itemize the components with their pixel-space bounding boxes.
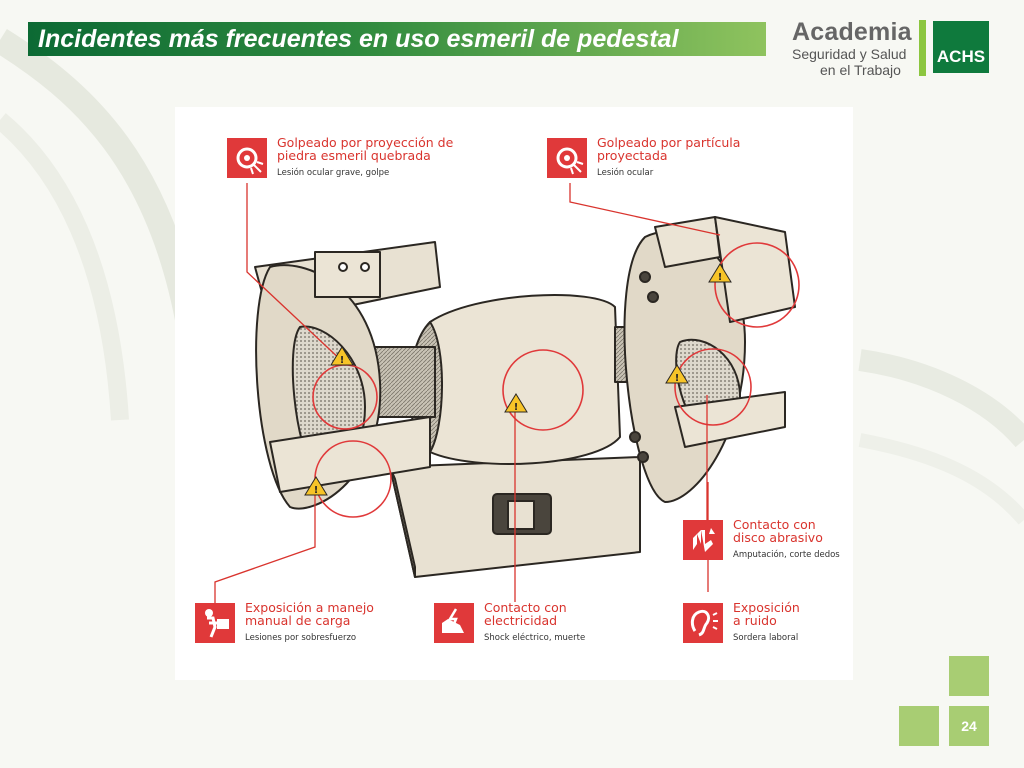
svg-text:!: ! <box>340 355 345 366</box>
logo-divider <box>919 20 926 76</box>
lifting-load-icon <box>195 603 235 643</box>
page-number: 24 <box>949 706 989 746</box>
callout-abrasive-disc: Contacto con disco abrasivo Amputación, … <box>683 517 848 564</box>
bench-grinder-figure: ! ! ! ! ! Golpeado por proyección de pie… <box>175 107 853 680</box>
callout-title: Contacto con disco abrasivo <box>733 517 823 545</box>
callout-manual-load: Exposición a manejo manual de carga Lesi… <box>195 600 395 647</box>
svg-text:!: ! <box>675 373 680 384</box>
callout-subtitle: Lesión ocular grave, golpe <box>277 168 390 178</box>
callout-title: Golpeado por proyección de piedra esmeri… <box>277 135 454 163</box>
noise-ear-icon <box>683 603 723 643</box>
achs-badge: ACHS <box>933 21 989 73</box>
decor-square <box>899 706 939 746</box>
callout-title: Exposición a manejo manual de carga <box>245 600 374 628</box>
callout-projection-stone: Golpeado por proyección de piedra esmeri… <box>227 135 467 182</box>
decor-square <box>949 656 989 696</box>
callout-title: Contacto con electricidad <box>484 600 567 628</box>
particle-eye-icon <box>547 138 587 178</box>
svg-text:!: ! <box>514 402 519 413</box>
slide-title: Incidentes más frecuentes en uso esmeril… <box>28 22 766 56</box>
logo-academia: Academia <box>792 18 912 46</box>
callout-particle: Golpeado por partícula proyectada Lesión… <box>547 135 747 182</box>
achs-logo: Academia Seguridad y Salud en el Trabajo… <box>792 18 992 80</box>
callout-subtitle: Lesión ocular <box>597 168 654 178</box>
electric-shock-icon <box>434 603 474 643</box>
callout-subtitle: Lesiones por sobresfuerzo <box>245 633 357 643</box>
logo-line-2: en el Trabajo <box>820 62 901 78</box>
bench-grinder-illustration: ! ! ! ! ! <box>214 183 800 607</box>
logo-line-1: Seguridad y Salud <box>792 46 907 62</box>
callout-subtitle: Amputación, corte dedos <box>733 550 840 560</box>
callout-noise: Exposición a ruido Sordera laboral <box>683 600 848 647</box>
projectile-eye-icon <box>227 138 267 178</box>
callout-subtitle: Shock eléctrico, muerte <box>484 633 586 643</box>
callout-title: Exposición a ruido <box>733 600 800 628</box>
svg-text:!: ! <box>314 485 319 496</box>
svg-text:!: ! <box>718 272 723 283</box>
callout-electricity: Contacto con electricidad Shock eléctric… <box>434 600 614 647</box>
callout-subtitle: Sordera laboral <box>733 633 799 643</box>
callout-title: Golpeado por partícula proyectada <box>597 135 741 163</box>
hand-cut-icon <box>683 520 723 560</box>
